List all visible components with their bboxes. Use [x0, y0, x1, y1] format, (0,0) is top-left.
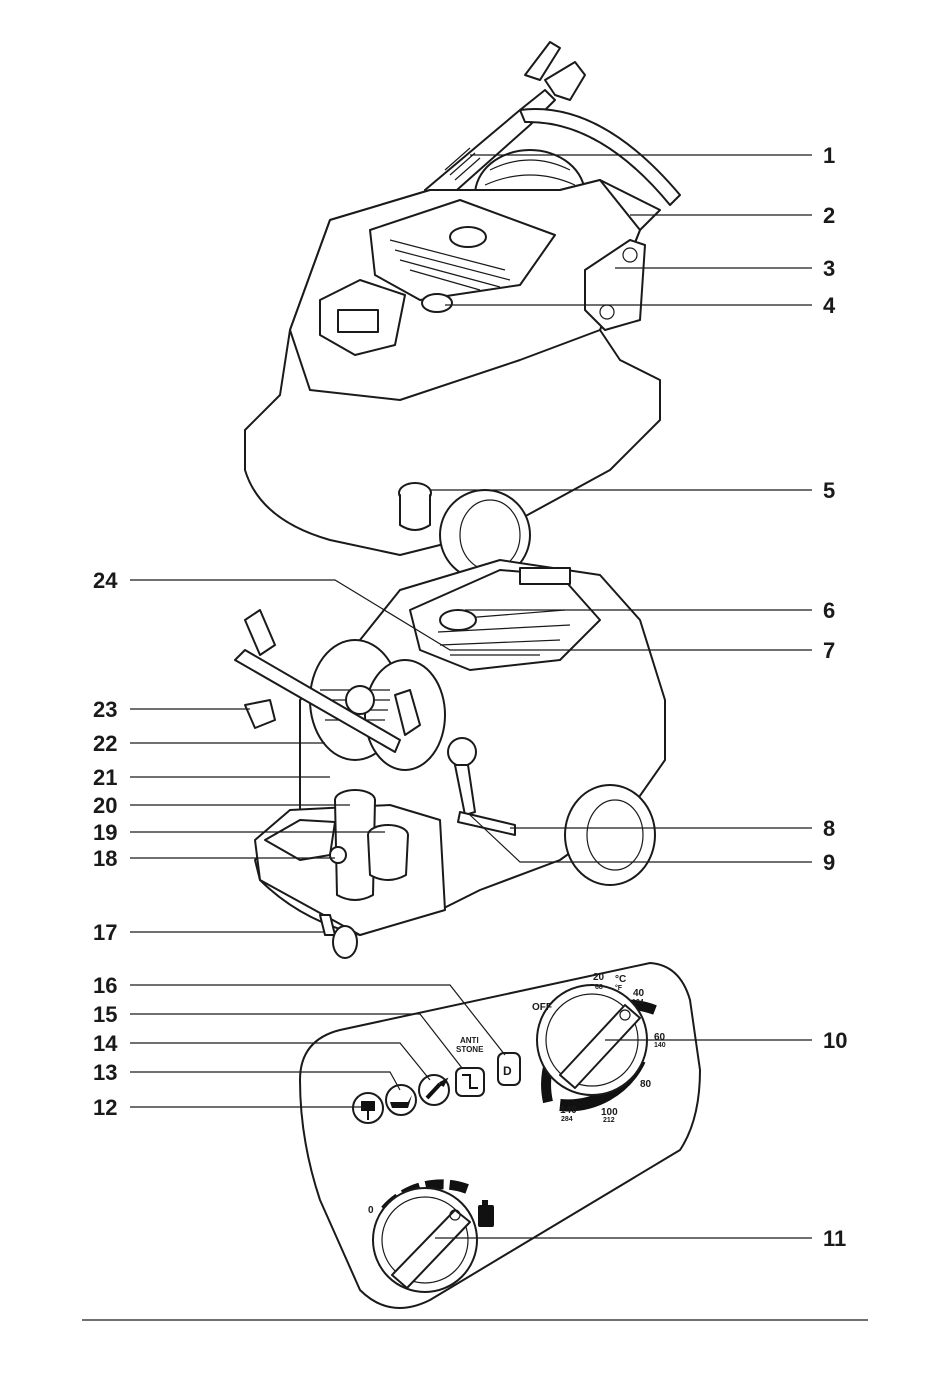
fuel-d-label: D [503, 1064, 512, 1078]
machine-rear-view [235, 560, 665, 958]
castor-wheel [333, 926, 357, 958]
callout-21: 21 [93, 765, 117, 790]
hose-clamp-left [245, 610, 275, 655]
callout-2: 2 [823, 203, 835, 228]
callout-13: 13 [93, 1060, 117, 1085]
tank-19 [368, 835, 408, 880]
callout-12: 12 [93, 1095, 117, 1120]
top-cap [450, 227, 486, 247]
detergent-canister-cap [482, 1200, 488, 1206]
dial-off-label: OFF [532, 1002, 552, 1013]
callout-19: 19 [93, 820, 117, 845]
accessory-hook [245, 700, 275, 728]
dial-40c: 40 [633, 988, 645, 999]
leader-15 [130, 1014, 462, 1068]
callout-4: 4 [823, 293, 836, 318]
callout-7: 7 [823, 638, 835, 663]
callout-5: 5 [823, 478, 835, 503]
callout-8: 8 [823, 816, 835, 841]
dial-unit-c: °C [615, 974, 626, 985]
dial-104f: 104 [632, 999, 644, 1006]
dial-unit-f: °F [615, 984, 623, 992]
callout-15: 15 [93, 1002, 117, 1027]
anti-label: ANTI [460, 1036, 479, 1045]
callout-17: 17 [93, 920, 117, 945]
detergent-canister-icon [478, 1205, 494, 1227]
callout-3: 3 [823, 256, 835, 281]
dial-212f: 212 [603, 1117, 615, 1124]
dial-140c: 140 [560, 1105, 577, 1116]
callout-16: 16 [93, 973, 117, 998]
dial-80c: 80 [640, 1079, 652, 1090]
control-panel-inset [300, 963, 700, 1308]
leader-13 [130, 1072, 400, 1090]
rear-grip-slot [520, 568, 570, 584]
dial-68f: 68 [595, 984, 603, 991]
lever-knob [448, 738, 476, 766]
callout-20: 20 [93, 793, 117, 818]
dial-284f: 284 [561, 1116, 573, 1123]
rear-top-cap [440, 610, 476, 630]
callout-22: 22 [93, 731, 117, 756]
leader-14 [130, 1043, 430, 1080]
detergent-zero-label: 0 [368, 1205, 374, 1216]
water-inlet-connector [330, 847, 346, 863]
callout-14: 14 [93, 1031, 118, 1056]
dial-20c: 20 [593, 972, 605, 983]
callout-9: 9 [823, 850, 835, 875]
dial-140f: 140 [654, 1042, 666, 1049]
callout-6: 6 [823, 598, 835, 623]
callout-24: 24 [93, 568, 118, 593]
callout-10: 10 [823, 1028, 847, 1053]
leader-16 [130, 985, 505, 1055]
callout-23: 23 [93, 697, 117, 722]
spray-gun-grip [545, 62, 585, 100]
callout-18: 18 [93, 846, 117, 871]
filler-cap-top [422, 294, 452, 312]
oil-can-icon [386, 1085, 416, 1115]
callout-11: 11 [823, 1226, 846, 1251]
machine-top-view [245, 42, 680, 580]
fuel-neck [400, 495, 430, 530]
reel-hub [346, 686, 374, 714]
callout-1: 1 [823, 143, 835, 168]
carry-grip-slot [338, 310, 378, 332]
stone-label: STONE [456, 1045, 484, 1054]
